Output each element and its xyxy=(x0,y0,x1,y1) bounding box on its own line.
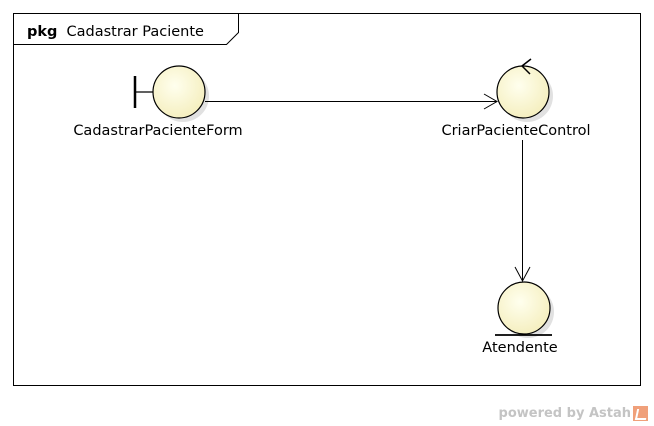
package-name: Cadastrar Paciente xyxy=(67,24,205,40)
connector-arrowhead xyxy=(483,93,499,110)
connector-form-to-control[interactable] xyxy=(205,93,499,110)
control-arrowhead xyxy=(520,58,532,75)
control-element[interactable]: CriarPacienteControl xyxy=(441,58,591,139)
control-label: CriarPacienteControl xyxy=(441,123,590,139)
control-icon xyxy=(496,65,550,119)
boundary-element[interactable]: CadastrarPacienteForm xyxy=(73,65,243,139)
svg-text:pkg Cadastrar Paciente: pkg Cadastrar Paciente xyxy=(27,21,204,40)
package-keyword: pkg xyxy=(27,24,57,40)
entity-icon xyxy=(497,281,551,335)
package-name-tab xyxy=(13,13,239,45)
entity-label: Atendente xyxy=(482,340,557,356)
watermark: powered by Astah xyxy=(499,405,648,421)
entity-element[interactable]: Atendente xyxy=(482,281,558,356)
connector-arrowhead xyxy=(514,266,531,283)
watermark-text: powered by Astah xyxy=(498,405,631,421)
astah-logo-icon xyxy=(633,405,648,421)
connector-control-to-entity[interactable] xyxy=(514,140,531,283)
boundary-icon xyxy=(152,65,206,119)
boundary-label: CadastrarPacienteForm xyxy=(73,123,242,139)
